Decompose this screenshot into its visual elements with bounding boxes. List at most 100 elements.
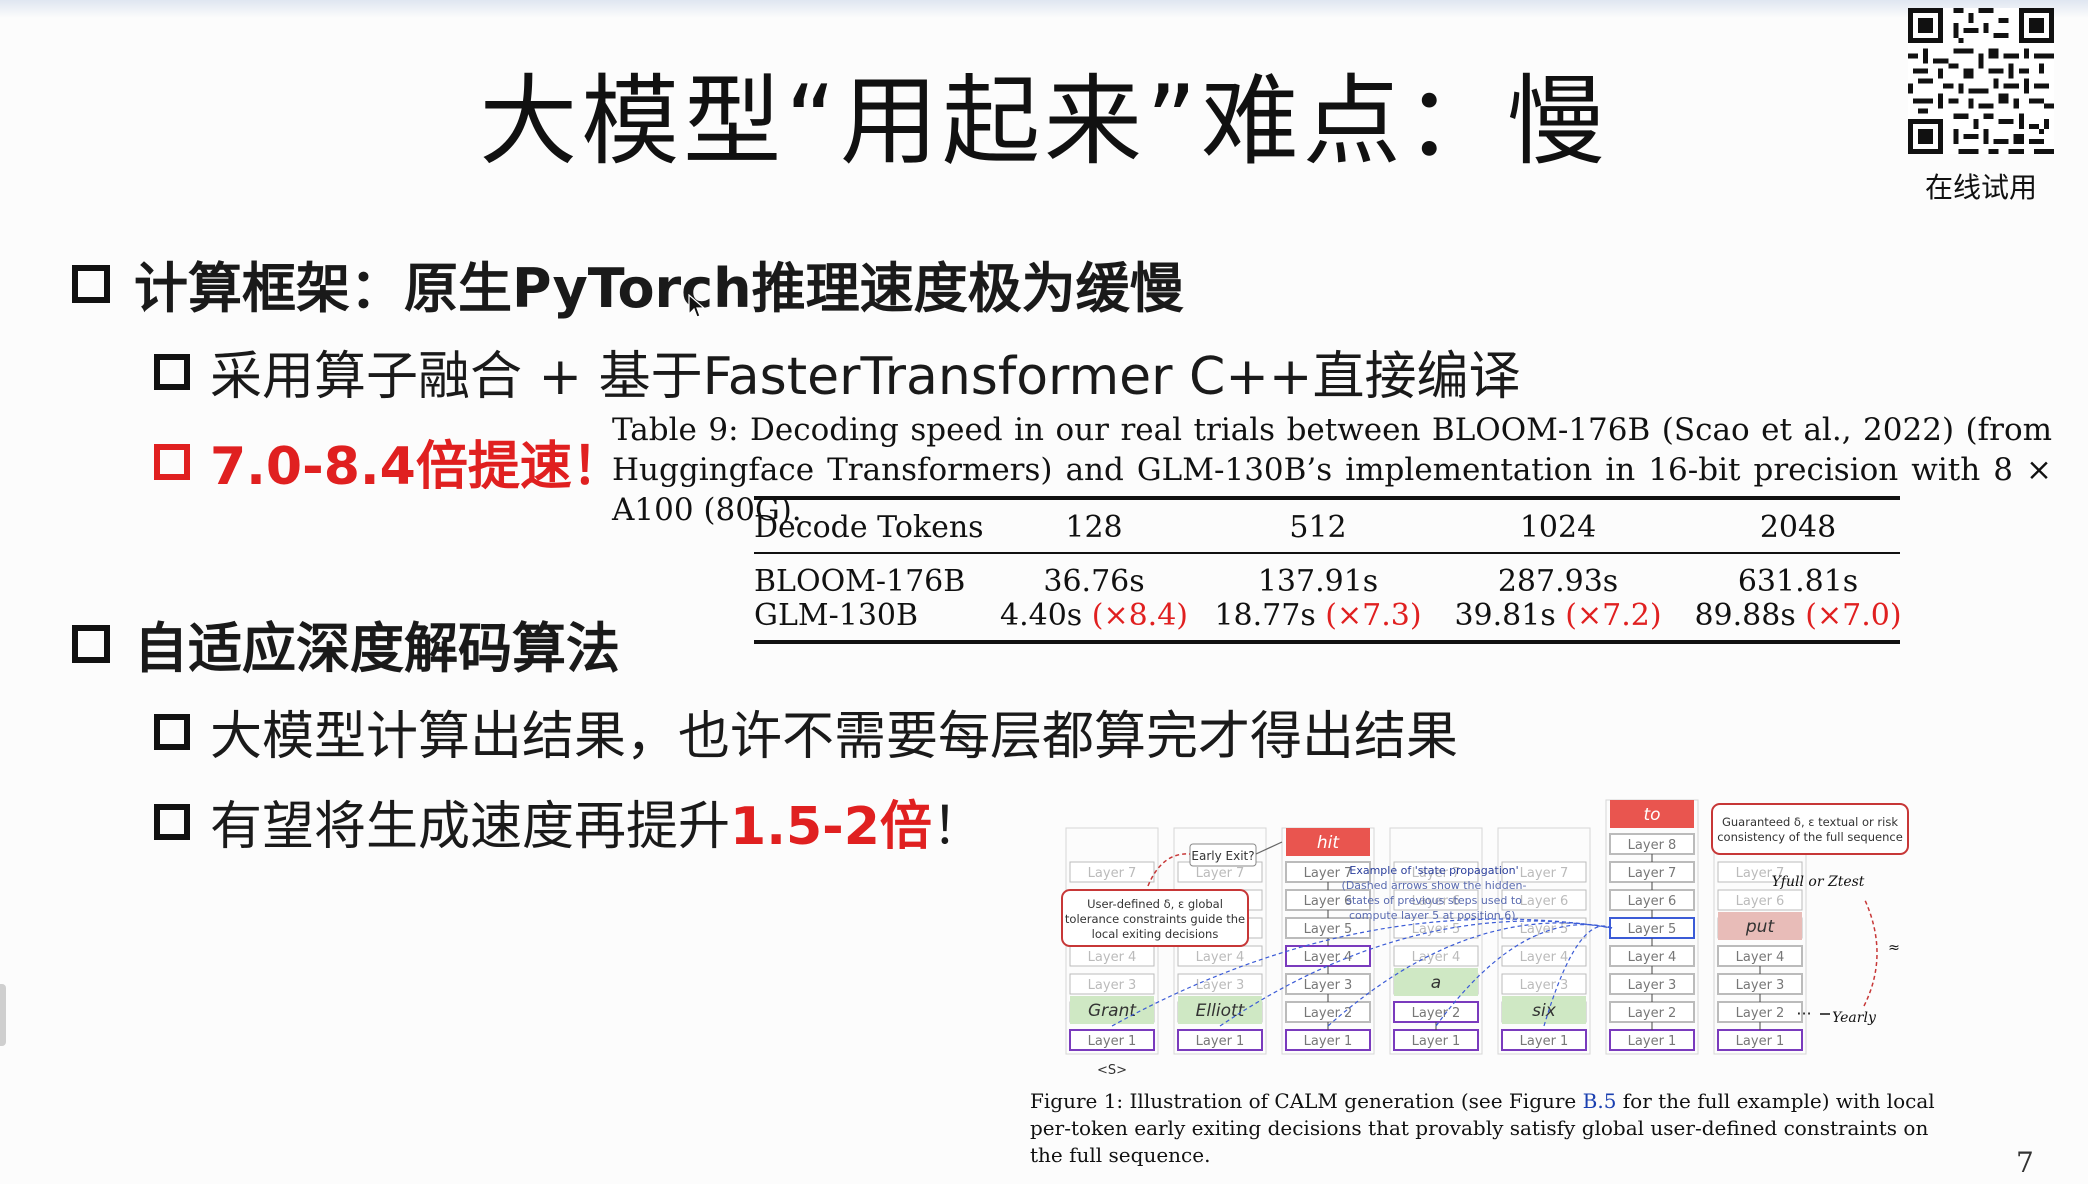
figure-caption-text: Figure 1: Illustration of CALM generatio…: [1030, 1089, 1583, 1113]
table-cell: 89.88s (×7.0): [1658, 598, 1938, 633]
table-cell-speedup: (×7.2): [1565, 598, 1662, 633]
layer-label: Layer 5: [1304, 922, 1353, 937]
bullet-operator-fusion: 采用算子融合 + 基于FasterTransformer C++直接编译: [154, 334, 1521, 409]
layer-box: [1393, 945, 1479, 967]
layer-box: [1501, 889, 1587, 911]
state-note-text: compute layer 5 at position 6).: [1349, 909, 1519, 922]
layer-label: Layer 3: [1196, 978, 1245, 993]
approx-label: ≈: [1888, 940, 1900, 956]
table-cell: 36.76s: [1043, 564, 1145, 599]
bullet-square-icon: [154, 443, 190, 480]
layer-label: Layer 3: [1736, 978, 1785, 993]
layer-label: Layer 3: [1088, 978, 1137, 993]
table-header-cell: 128: [1065, 510, 1123, 545]
layer-label: Layer 4: [1520, 950, 1569, 965]
table-mid-rule: [754, 552, 1900, 554]
guarantee-note-box: [1711, 803, 1909, 855]
mouse-cursor-icon: [688, 294, 706, 318]
layer-label: Layer 3: [1628, 978, 1677, 993]
layer-box: [1393, 917, 1479, 939]
side-drawer-handle[interactable]: [0, 984, 6, 1046]
bullet-square-icon: [72, 264, 110, 303]
layer-label: Layer 5: [1520, 922, 1569, 937]
table-cell-value: 18.77s: [1214, 598, 1316, 633]
constraint-note-text: local exiting decisions: [1092, 927, 1219, 941]
bullet-adaptive-decoding-text: 自适应深度解码算法: [134, 617, 620, 680]
table-cell: 18.77s (×7.3): [1178, 598, 1458, 633]
table-header-cell: 512: [1289, 510, 1347, 545]
layer-label: Layer 6: [1412, 894, 1461, 909]
layer-label: Layer 7: [1088, 866, 1137, 881]
early-exit-arrow: [1255, 841, 1283, 855]
layer-box: [1501, 945, 1587, 967]
token-box: [1610, 800, 1694, 828]
layer-label: Layer 1: [1736, 1034, 1785, 1049]
guarantee-note-text: Guaranteed δ, ε textual or risk: [1722, 815, 1898, 829]
layer-label: Layer 7: [1736, 866, 1785, 881]
table-header-cell: 1024: [1519, 510, 1597, 545]
token-label: Elliott: [1196, 1001, 1246, 1021]
y-early-label: Yearly: [1832, 1010, 1877, 1026]
layer-label: Layer 6: [1628, 894, 1677, 909]
layer-label: Layer 7: [1412, 866, 1461, 881]
token-box: [1286, 828, 1370, 856]
layer-box: [1069, 1029, 1155, 1051]
layer-label: Layer 7: [1304, 866, 1353, 881]
token-label: six: [1532, 1001, 1557, 1021]
table-cell: 39.81s (×7.2): [1418, 598, 1698, 633]
token-box: [1502, 996, 1586, 1024]
table-cell-speedup: (×8.4): [1091, 598, 1188, 633]
state-propagation-arrow: [1543, 925, 1613, 1027]
state-propagation-arrow: [1111, 918, 1613, 1027]
column-frame: [1497, 827, 1591, 1055]
calm-figure: Layer 1 Layer 2 Layer 3 Layer 4 Layer 5 Layer…: [1061, 799, 1909, 1076]
layer-box: [1501, 973, 1587, 995]
bullet-square-icon: [154, 803, 190, 840]
bullet-framework: 计算框架：原生PyTorch推理速度极为缓慢: [72, 244, 1184, 323]
slide-title: 大模型“用起来”难点：慢: [479, 65, 1609, 179]
layer-label: Layer 3: [1304, 978, 1353, 993]
bullet-speed-gain-highlight: 1.5-2倍: [730, 797, 932, 857]
layer-box: [1501, 861, 1587, 883]
table-cell-speedup: (×7.0): [1805, 598, 1902, 633]
figure-caption-text: for the full example) with local per-tok…: [1030, 1089, 1935, 1167]
constraint-note-text: User-defined δ, ε global: [1087, 897, 1223, 911]
early-exit-label: Early Exit?: [1191, 849, 1254, 863]
layer-label: Layer 2: [1736, 1006, 1785, 1021]
layer-label: Layer 6: [1736, 894, 1785, 909]
bullet-speed-gain-suffix: ！: [931, 797, 984, 857]
bullet-square-icon: [72, 624, 110, 663]
bullet-speed-gain-prefix: 有望将生成速度再提升: [210, 797, 731, 857]
layer-label: Layer 4: [1628, 950, 1677, 965]
layer-label: Layer 6: [1520, 894, 1569, 909]
early-exit-box: [1189, 843, 1257, 867]
layer-label: Layer 7: [1628, 866, 1677, 881]
layer-label: Layer 3: [1520, 978, 1569, 993]
bullet-adaptive-decoding: 自适应深度解码算法: [72, 604, 620, 683]
state-note-text: (Dashed arrows show the hidden-: [1342, 879, 1527, 892]
layer-box: [1393, 861, 1479, 883]
state-note-text: states of previous steps used to: [1346, 894, 1522, 907]
column-frame: [1389, 827, 1483, 1055]
layer-box: [1069, 973, 1155, 995]
layer-label: Layer 7: [1196, 866, 1245, 881]
layer-box: [1177, 973, 1263, 995]
layer-label: Layer 4: [1736, 950, 1785, 965]
token-label: a: [1431, 973, 1441, 993]
state-propagation-arrow: [1435, 924, 1613, 1027]
constraint-note-text: tolerance constraints guide the: [1065, 912, 1245, 926]
layer-label: Layer 1: [1412, 1034, 1461, 1049]
table-cell-value: 4.40s: [999, 598, 1083, 633]
layer-label: Layer 7: [1520, 866, 1569, 881]
layer-label: Layer 8: [1628, 838, 1677, 853]
layer-box: [1717, 861, 1803, 883]
bullet-square-icon: [154, 713, 190, 750]
figure-caption: Figure 1: Illustration of CALM generatio…: [1030, 1088, 1960, 1169]
layer-box: [1393, 889, 1479, 911]
bullet-early-result-text: 大模型计算出结果，也许不需要每层都算完才得出结果: [210, 707, 1459, 767]
layer-label: Layer 6: [1304, 894, 1353, 909]
layer-box: [1501, 917, 1587, 939]
table-cell-value: 89.88s: [1694, 598, 1796, 633]
window-top-strip: [0, 0, 2088, 18]
